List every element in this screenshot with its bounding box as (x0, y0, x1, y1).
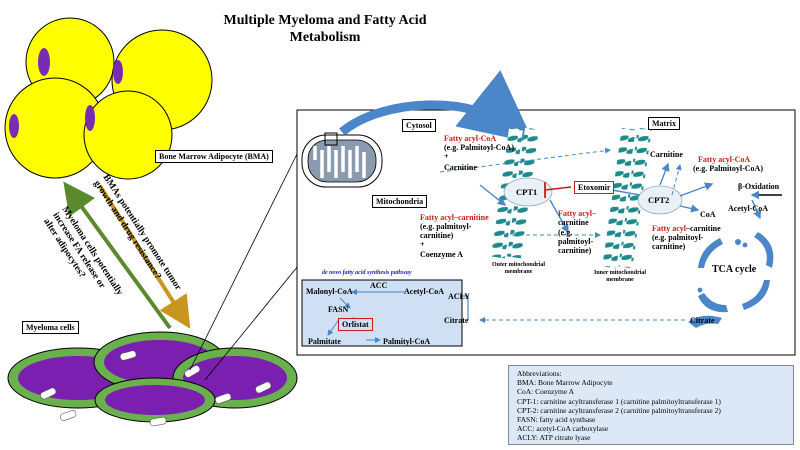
title-line-2: Metabolism (289, 30, 361, 45)
myeloma-label: Myeloma cells (22, 321, 79, 334)
palmitoyl-example-left-2: carnitine) (420, 231, 454, 240)
outer-membrane-label: Outer mitochondrial membrane (492, 262, 546, 275)
matrix-palmitoyl-example: (e.g. Palmitoyl-CoA) (693, 164, 763, 173)
abbreviations-box: Abbreviations: BMA: Bone Marrow Adipocyt… (508, 365, 794, 445)
matrix-fatty-acyl-coa: Fatty acyl-CoA (698, 155, 751, 164)
mitochondria-icons (40, 350, 272, 427)
cpt1-transporter (503, 177, 553, 207)
beta-oxidation-label: β-Oxidation (738, 182, 780, 191)
mitochondrion-illustration (301, 132, 383, 188)
acc-label: ACC (370, 281, 388, 290)
matrix-label: Matrix (648, 117, 680, 130)
cytosol-palmitoyl-example: (e.g. Palmitoyl-CoA) (444, 143, 514, 152)
tca-cycle-label: TCA cycle (712, 264, 757, 275)
cpt2-label: CPT2 (648, 195, 670, 205)
fatty-acyl-carnitine-left: Fatty acyl–carnitine (420, 213, 489, 222)
mitochondria-zoom-arrow (339, 70, 535, 144)
etoxomir-label: Etoxomir (574, 181, 615, 194)
mid-example-3: carnitine) (558, 246, 592, 255)
plus-sign-1: + (444, 152, 449, 161)
mid-example-2: palmitoyl- (558, 237, 594, 246)
adipocyte-to-myeloma-arrow (98, 184, 191, 329)
mid-example-1: (e.g. (558, 228, 573, 237)
acetyl-coa-matrix: Acetyl-CoA (728, 204, 768, 213)
tca-cycle (697, 232, 774, 313)
coenzyme-a-label: Coenzyme A (420, 250, 463, 259)
matrix-example-2: carnitine) (652, 242, 686, 251)
fasn-label: FASN (328, 305, 349, 314)
palmitate-label: Palmitate (308, 337, 341, 346)
cytosol-label: Cytosol (402, 119, 436, 132)
diagram-title: Multiple Myeloma and Fatty Acid Metaboli… (200, 12, 450, 46)
bone-marrow-adipocytes (4, 17, 213, 180)
plus-sign-2: + (420, 240, 425, 249)
citrate-right: Citrate (690, 316, 715, 325)
title-line-1: Multiple Myeloma and Fatty Acid (223, 13, 427, 28)
de-novo-title: de novo fatty acid synthesis pathway (322, 270, 412, 276)
adipocyte-nucleus (38, 48, 50, 76)
matrix-fatty-acyl-carnitine: Fatty acyl–carnitine (652, 224, 721, 233)
cpt2-transporter (637, 185, 683, 215)
myeloma-to-adipocyte-arrow (63, 181, 172, 330)
myeloma-cells (7, 331, 298, 427)
acetyl-coa-denovo: Acetyl-CoA (404, 287, 444, 296)
citrate-left: Citrate (444, 316, 469, 325)
cytosol-fatty-acyl-coa: Fatty acyl-CoA (444, 134, 497, 143)
coa-label: CoA (700, 210, 716, 219)
etoxomir-inhibition-line (544, 186, 572, 191)
bma-label: Bone Marrow Adipocyte (BMA) (155, 150, 273, 163)
mid-carnitine: carnitine (558, 218, 589, 227)
palmityl-coa-label: Palmityl-CoA (383, 337, 431, 346)
mid-fatty-acyl: Fatty acyl– (558, 209, 596, 218)
matrix-example-1: (e.g. palmitoyl- (652, 233, 704, 242)
matrix-carnitine: Carnitine (650, 150, 683, 159)
cytosol-carnitine: Carnitine (444, 163, 477, 172)
inner-mitochondrial-membrane (602, 127, 652, 269)
orlistat-label: Orlistat (338, 318, 373, 331)
mitochondria-label: Mitochondria (372, 195, 428, 208)
acly-label: ACLY (448, 292, 470, 301)
palmitoyl-example-left-1: (e.g. palmitoyl- (420, 222, 472, 231)
cpt1-label: CPT1 (516, 187, 538, 197)
inner-membrane-label: Inner mitochondrial membrane (594, 270, 647, 283)
malonyl-coa: Malonyl-CoA (306, 287, 353, 296)
